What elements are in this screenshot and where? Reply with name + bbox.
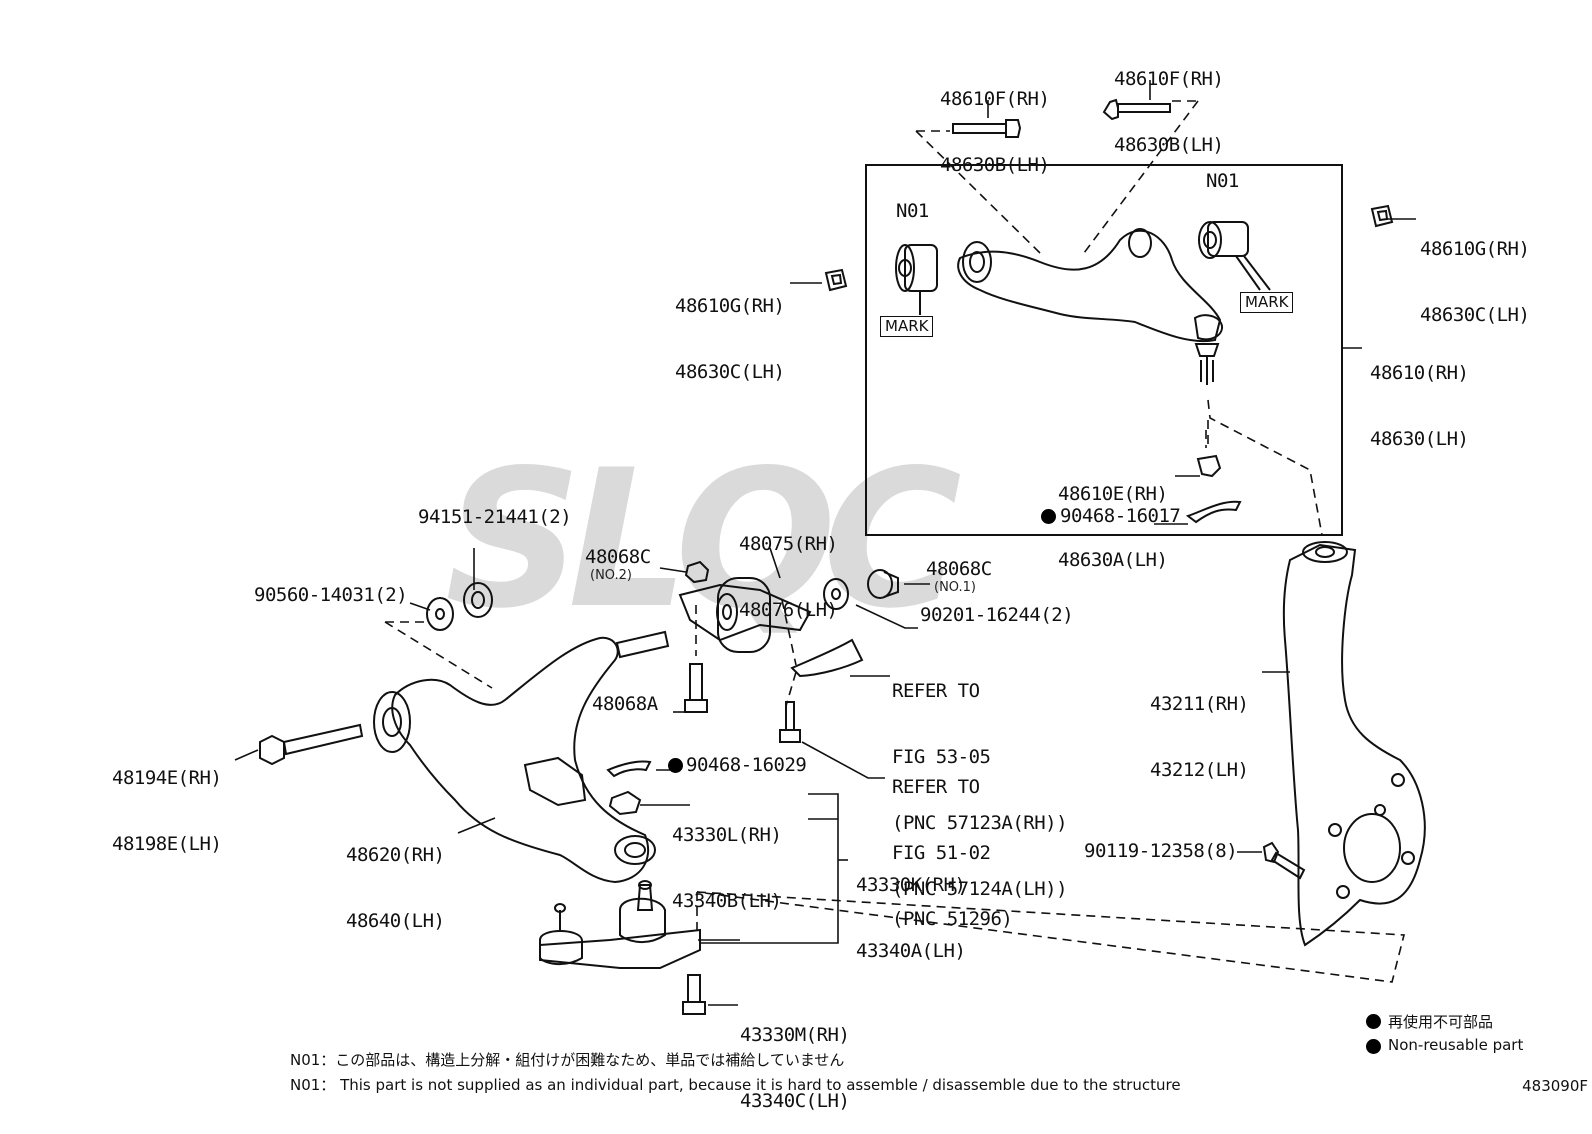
label-90468-16029: 90468-16029: [686, 754, 807, 776]
upper-arm-bushing-right: [1198, 221, 1271, 291]
part-number-rh: 43330K(RH): [856, 874, 966, 896]
part-number-lh: 48198E(LH): [112, 833, 222, 855]
refer-line: (PNC 57124A(LH)): [892, 878, 1068, 900]
refer-line: (PNC 51296): [892, 908, 1013, 930]
nut-43330L: [608, 790, 642, 816]
legend-dot-icon: [1366, 1014, 1381, 1029]
label-48068A: 48068A: [592, 693, 658, 715]
part-number-lh: 48630C(LH): [675, 361, 785, 383]
cotter-pin-16017: [1185, 500, 1242, 524]
label-90201: 90201-16244(2): [920, 604, 1074, 626]
label-48068C-no2: 48068C: [585, 546, 651, 568]
mark-tag-left: MARK: [880, 316, 934, 337]
part-number-rh: 48610F(RH): [1114, 68, 1224, 90]
upper-bolt-right: [1102, 98, 1171, 121]
label-48610G-right: 48610G(RH) 48630C(LH): [1420, 194, 1530, 348]
label-48610E: 48610E(RH) 48630A(LH): [1058, 439, 1168, 593]
part-number-lh: 48630C(LH): [1420, 304, 1530, 326]
label-48068C-no2-sub: (NO.2): [590, 568, 632, 583]
part-number-rh: 48194E(RH): [112, 767, 222, 789]
label-94151: 94151-21441(2): [418, 506, 572, 528]
refer-line: REFER TO: [892, 680, 980, 702]
upper-bolt-left: [952, 119, 1022, 138]
label-90119: 90119-12358(8): [1084, 840, 1238, 862]
label-48194E: 48194E(RH) 48198E(LH): [112, 723, 222, 877]
part-number-rh: 48610(RH): [1370, 362, 1469, 384]
legend-english: Non-reusable part: [1388, 1036, 1524, 1054]
part-number-lh: 43340A(LH): [856, 940, 966, 962]
part-number-rh: 43330L(RH): [672, 824, 782, 846]
upper-arm-group-frame: [865, 164, 1343, 536]
cotter-pin-16029: [606, 760, 652, 778]
part-number-rh: 43330M(RH): [740, 1024, 850, 1046]
mark-tag-right: MARK: [1240, 292, 1294, 313]
washer-90201: [823, 578, 849, 610]
note-n01-english: N01： This part is not supplied as an ind…: [290, 1076, 1181, 1094]
part-number-lh: 48630B(LH): [940, 154, 1050, 176]
refer-line: (PNC 57123A(RH)): [892, 812, 1068, 834]
part-number-lh: 48076(LH): [739, 599, 838, 621]
part-number-rh: 48610E(RH): [1058, 483, 1168, 505]
nut-48068C-no1: [867, 569, 899, 599]
refer-line: FIG 53-05: [892, 746, 991, 768]
part-number-lh: 43212(LH): [1150, 759, 1249, 781]
label-90560: 90560-14031(2): [254, 584, 408, 606]
upper-arm-bushing-left: [895, 244, 938, 315]
label-48610F-top-right: 48610F(RH) 48630B(LH): [1114, 24, 1224, 178]
legend-japanese: 再使用不可部品: [1388, 1013, 1494, 1031]
label-43211: 43211(RH) 43212(LH): [1150, 649, 1249, 803]
bolt-43330M: [682, 974, 706, 1015]
label-43330K: 43330K(RH) 43340A(LH): [856, 830, 966, 984]
suspension-exploded-diagram: [234, 80, 1426, 1015]
part-number-rh: 48610G(RH): [675, 295, 785, 317]
part-number-lh: 48630A(LH): [1058, 549, 1168, 571]
part-number-lh: 48630B(LH): [1114, 134, 1224, 156]
nut-48610G-left: [824, 268, 848, 292]
nut-48068C-no2: [684, 560, 710, 584]
part-number-lh: 48640(LH): [346, 910, 445, 932]
label-48068C-no1-sub: (NO.1): [934, 580, 976, 595]
nut-48610G-right: [1370, 204, 1394, 228]
nut-48610E: [1196, 454, 1222, 478]
lower-arm-long-bolt: [259, 723, 364, 766]
illustration-id: 483090F: [1522, 1077, 1588, 1095]
part-number-lh: 43340B(LH): [672, 890, 782, 912]
label-48610G-left: 48610G(RH) 48630C(LH): [675, 251, 785, 405]
note-n01-japanese: N01：この部品は、構造上分解・組付けが困難なため、単品では補給していません: [290, 1051, 845, 1069]
label-48075: 48075(RH) 48076(LH): [739, 489, 838, 643]
bushing-94151: [463, 582, 493, 618]
ball-joint: [539, 880, 701, 969]
part-number-rh: 48610G(RH): [1420, 238, 1530, 260]
lower-control-arm: [373, 630, 670, 884]
bolt-51296: [779, 701, 801, 743]
washer-90560: [426, 597, 454, 631]
label-refer-fig-51-02: REFER TO FIG 51-02 (PNC 51296): [892, 732, 1013, 952]
refer-line: REFER TO: [892, 776, 980, 798]
part-number-rh: 48075(RH): [739, 533, 838, 555]
label-90468-16017: 90468-16017: [1060, 505, 1181, 527]
bracket-48075: [678, 577, 812, 653]
label-48610: 48610(RH) 48630(LH): [1370, 318, 1469, 472]
non-reusable-dot: [668, 758, 683, 773]
steering-knuckle: [1282, 541, 1426, 947]
part-number-lh: 48630(LH): [1370, 428, 1469, 450]
part-number-rh: 48610F(RH): [940, 88, 1050, 110]
upper-control-arm: [957, 228, 1224, 385]
label-n01-left: N01: [896, 200, 929, 222]
part-number-rh: 48620(RH): [346, 844, 445, 866]
label-48620: 48620(RH) 48640(LH): [346, 800, 445, 954]
bolt-48068A: [684, 663, 708, 713]
part-number-rh: 43211(RH): [1150, 693, 1249, 715]
label-refer-fig-53-05: REFER TO FIG 53-05 (PNC 57123A(RH)) (PNC…: [892, 636, 1068, 922]
refer-line: FIG 51-02: [892, 842, 991, 864]
watermark: SLQC: [445, 429, 962, 650]
knuckle-bolt-90119: [1262, 841, 1306, 880]
label-n01-right: N01: [1206, 170, 1239, 192]
legend-dot-icon: [1366, 1039, 1381, 1054]
non-reusable-dot: [1041, 509, 1056, 524]
label-48068C-no1: 48068C: [926, 558, 992, 580]
label-48610F-top-left: 48610F(RH) 48630B(LH): [940, 44, 1050, 198]
bracket-57123A: [790, 638, 864, 678]
label-43330L: 43330L(RH) 43340B(LH): [672, 780, 782, 934]
